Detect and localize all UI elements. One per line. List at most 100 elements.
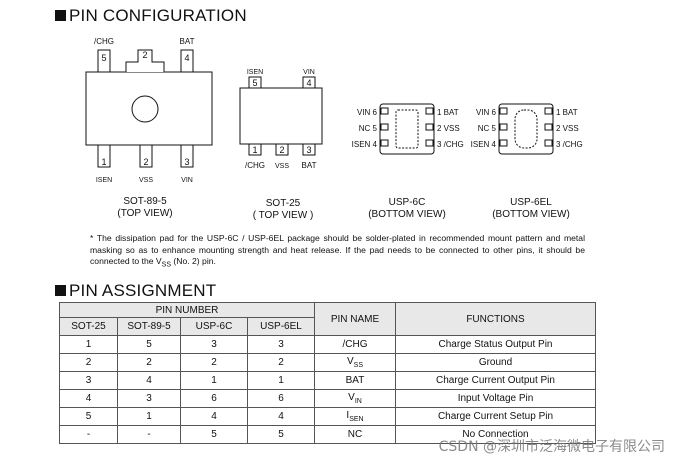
cell-pin-name: VIN — [314, 389, 396, 408]
sot89-top-label-1: /CHG — [94, 37, 114, 46]
usp6el-left-1: VIN 6 — [476, 108, 497, 117]
sot89-bottom-pin-1: 1 — [101, 157, 106, 167]
sot89-name: SOT-89-5 — [123, 196, 167, 207]
usp6el-right-3: 3 /CHG — [556, 140, 583, 149]
usp6c-left-1: VIN 6 — [357, 108, 378, 117]
cell-function: No Connection — [395, 425, 596, 444]
cell-usp6c: 1 — [180, 371, 248, 390]
usp6c-name: USP-6C — [388, 197, 426, 208]
cell-sot25: 1 — [59, 335, 118, 354]
cell-pin-name: NC — [314, 425, 396, 444]
pin-configuration-heading: PIN CONFIGURATION — [55, 6, 247, 26]
cell-usp6c: 2 — [180, 353, 248, 372]
cell-sot25: 2 — [59, 353, 118, 372]
col-usp6el: USP-6EL — [247, 317, 315, 336]
usp6el-left-2: NC 5 — [478, 124, 497, 133]
usp6c-caption: USP-6C (BOTTOM VIEW) — [362, 197, 452, 221]
sot89-top-pin-3: 4 — [184, 53, 189, 63]
usp6c-right-1: 1 BAT — [437, 108, 459, 117]
cell-sot89: 2 — [117, 353, 181, 372]
cell-sot89: - — [117, 425, 181, 444]
sot89-bottom-pin-3: 3 — [184, 157, 189, 167]
pin-name-header: PIN NAME — [314, 302, 396, 336]
note-sub: SS — [161, 261, 172, 269]
usp6c-left-3: ISEN 4 — [352, 140, 378, 149]
cell-pin-name: /CHG — [314, 335, 396, 354]
cell-usp6c: 5 — [180, 425, 248, 444]
sot25-top-pin-1: 5 — [252, 78, 257, 88]
usp6el-caption: USP-6EL (BOTTOM VIEW) — [481, 197, 581, 221]
sot89-top-pin-1: 5 — [101, 53, 106, 63]
sot89-view: (TOP VIEW) — [117, 208, 173, 219]
cell-sot25: - — [59, 425, 118, 444]
cell-function: Charge Current Setup Pin — [395, 407, 596, 426]
usp6c-view: (BOTTOM VIEW) — [368, 209, 446, 220]
sot89-caption: SOT-89-5 (TOP VIEW) — [100, 196, 190, 220]
note-tail: (No. 2) pin. — [171, 256, 216, 266]
sot25-caption: SOT-25 ( TOP VIEW ) — [238, 198, 328, 222]
col-sot25: SOT-25 — [59, 317, 118, 336]
sot25-name: SOT-25 — [265, 198, 301, 209]
dissipation-pad-note: * The dissipation pad for the USP-6C / U… — [90, 233, 585, 271]
usp6c-package — [379, 103, 435, 155]
sot89-top-label-3: BAT — [180, 37, 195, 46]
sot89-top-pin-2: 2 — [142, 50, 147, 60]
square-bullet-icon — [55, 285, 66, 296]
pin-number-header: PIN NUMBER — [59, 302, 315, 318]
cell-usp6el: 1 — [247, 371, 315, 390]
usp6el-right-1: 1 BAT — [556, 108, 578, 117]
cell-sot89: 3 — [117, 389, 181, 408]
sot25-bottom-label-1: /CHG — [245, 161, 265, 170]
sot25-bottom-label-2: VSS — [275, 163, 289, 170]
cell-sot25: 5 — [59, 407, 118, 426]
cell-sot89: 5 — [117, 335, 181, 354]
cell-pin-name: VSS — [314, 353, 396, 372]
watermark: CSDN @深圳市泛海微电子有限公司 — [438, 439, 665, 455]
sot25-bottom-pin-1: 1 — [252, 145, 257, 155]
pin-assignment-table: PIN NUMBER PIN NAME FUNCTIONS SOT-25 SOT… — [59, 302, 596, 444]
col-sot89: SOT-89-5 — [117, 317, 181, 336]
functions-header: FUNCTIONS — [395, 302, 596, 336]
sot89-bottom-label-2: VSS — [139, 177, 153, 184]
cell-usp6el: 5 — [247, 425, 315, 444]
cell-function: Input Voltage Pin — [395, 389, 596, 408]
sot25-package — [239, 76, 323, 156]
cell-sot89: 1 — [117, 407, 181, 426]
cell-function: Ground — [395, 353, 596, 372]
cell-pin-name: ISEN — [314, 407, 396, 426]
sot25-top-label-2: VIN — [303, 69, 315, 76]
cell-usp6el: 3 — [247, 335, 315, 354]
sot25-bottom-pin-2: 2 — [279, 145, 284, 155]
cell-sot25: 4 — [59, 389, 118, 408]
sot25-top-pin-2: 4 — [306, 78, 311, 88]
cell-function: Charge Current Output Pin — [395, 371, 596, 390]
pin-name-main: V — [346, 356, 354, 367]
sot89-bottom-label-3: VIN — [181, 177, 193, 184]
pin-name-main: V — [348, 392, 355, 403]
usp6c-right-2: 2 VSS — [437, 124, 460, 133]
usp6el-name: USP-6EL — [510, 197, 552, 208]
cell-sot89: 4 — [117, 371, 181, 390]
sot25-top-label-1: ISEN — [247, 69, 263, 76]
sot89-bottom-pin-2: 2 — [143, 157, 148, 167]
col-usp6c: USP-6C — [180, 317, 248, 336]
pin-name-sub: SEN — [349, 416, 364, 423]
pin-name-sub: IN — [354, 398, 362, 405]
pin-name-main: NC — [347, 429, 363, 440]
cell-usp6el: 2 — [247, 353, 315, 372]
cell-pin-name: BAT — [314, 371, 396, 390]
sot89-bottom-label-1: ISEN — [96, 177, 112, 184]
cell-function: Charge Status Output Pin — [395, 335, 596, 354]
pin-assignment-heading: PIN ASSIGNMENT — [55, 281, 216, 301]
cell-usp6c: 4 — [180, 407, 248, 426]
sot89-package — [85, 49, 213, 168]
usp6el-right-2: 2 VSS — [556, 124, 579, 133]
usp6el-left-3: ISEN 4 — [471, 140, 497, 149]
pin-name-sub: SS — [353, 362, 363, 369]
